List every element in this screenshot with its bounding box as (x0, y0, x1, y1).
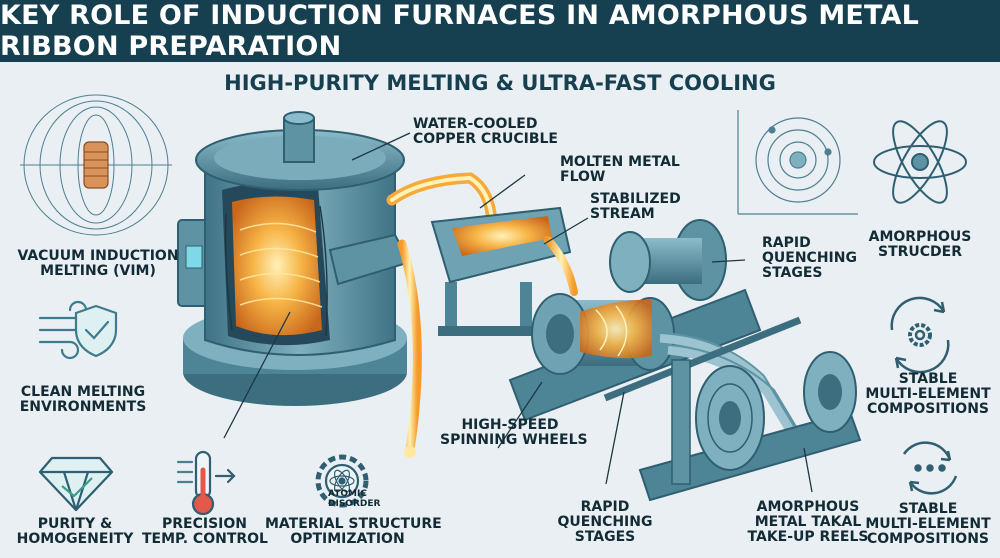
molten-line-2: FLOW (560, 169, 606, 185)
rapid-quenching-bottom-callout: RAPID QUENCHING STAGES (555, 500, 655, 545)
wheels-line-1: HIGH-SPEED (461, 417, 559, 433)
reels-line-2: METAL TAKAL (754, 514, 862, 530)
precision-label: PRECISION TEMP. CONTROL (142, 516, 268, 547)
stabilized-stream-callout: STABILIZED STREAM (590, 192, 681, 222)
magnetic-field-icon (20, 94, 172, 236)
callout-lines (223, 132, 813, 493)
vim-label-line-1: VACUUM INDUCTION (17, 248, 179, 264)
page-subtitle: HIGH-PURITY MELTING & ULTRA-FAST COOLING (224, 71, 776, 95)
purity-line-1: PURITY & (37, 516, 113, 532)
molten-line-1: MOLTEN METAL (560, 154, 680, 170)
purity-line-2: HOMOGENEITY (16, 531, 134, 547)
rapid-bottom-line-2: QUENCHING (557, 514, 653, 530)
clean-label-line-2: ENVIRONMENTS (19, 399, 147, 415)
atomic-line-2: DISORDER (328, 499, 381, 509)
amorphous-line-1: AMORPHOUS (868, 229, 972, 245)
precision-line-1: PRECISION (162, 516, 247, 532)
rapid-bottom-line-1: RAPID (580, 499, 630, 515)
gear-cycle-icon (890, 296, 950, 374)
rapid-quenching-top-callout: RAPID QUENCHING STAGES (762, 236, 857, 281)
clean-label-line-1: CLEAN MELTING (20, 384, 146, 400)
crucible-line-1: WATER-COOLED (413, 116, 538, 132)
rapid-top-line-1: RAPID (762, 235, 811, 251)
atom-icon (873, 120, 967, 204)
spinning-wheels (508, 219, 762, 422)
induction-furnace (177, 111, 498, 458)
take-up-reels-callout: AMORPHOUS METAL TAKAL TAKE-UP REELS (738, 500, 878, 545)
atomic-disorder-label: ATOMIC DISORDER (328, 489, 380, 509)
stream-line-1: STABILIZED (590, 191, 681, 207)
stable-line-2: MULTI-ELEMENT (865, 386, 991, 402)
atomic-line-1: ATOMIC (328, 489, 367, 499)
stable-line-3: COMPOSITIONS (866, 401, 990, 417)
material-structure-label: MATERIAL STRUCTURE OPTIMIZATION (265, 516, 442, 547)
stable-compositions-bottom-label: STABLE MULTI-ELEMENT COMPOSITIONS (858, 502, 998, 547)
rapid-top-line-3: STAGES (762, 265, 823, 281)
amorphous-structure-label: AMORPHOUS STRUCDER (860, 230, 980, 260)
material-line-1: MATERIAL STRUCTURE (265, 516, 442, 532)
wheels-line-2: SPINNING WHEELS (440, 432, 588, 448)
precision-line-2: TEMP. CONTROL (142, 531, 268, 547)
spinning-wheels-callout: HIGH-SPEED SPINNING WHEELS (440, 417, 588, 448)
wind-shield-icon (38, 300, 118, 360)
clean-melting-label: CLEAN MELTING ENVIRONMENTS (8, 385, 158, 415)
stable-line-1: STABLE (898, 371, 958, 387)
vim-label: VACUUM INDUCTION MELTING (VIM) (8, 249, 188, 279)
vim-label-line-2: MELTING (VIM) (40, 263, 156, 279)
atom-gear-icon (315, 454, 369, 508)
amorphous-line-2: STRUCDER (877, 244, 963, 260)
material-line-2: OPTIMIZATION (290, 531, 405, 547)
dots-cycle-icon (902, 441, 958, 495)
crucible-callout: WATER-COOLED COPPER CRUCIBLE (413, 117, 558, 147)
page-title: KEY ROLE OF INDUCTION FURNACES IN AMORPH… (0, 0, 920, 62)
stream-line-2: STREAM (590, 206, 655, 222)
rapid-bottom-line-3: STAGES (574, 529, 636, 545)
stable-b-line-2: MULTI-ELEMENT (865, 516, 991, 532)
purity-label: PURITY & HOMOGENEITY (15, 517, 135, 547)
tundish (430, 206, 578, 336)
orbit-diagram-icon (737, 110, 858, 215)
stable-compositions-label: STABLE MULTI-ELEMENT COMPOSITIONS (858, 372, 998, 417)
ribbons-and-reels (603, 316, 862, 502)
stable-b-line-1: STABLE (898, 501, 958, 517)
thermometer-icon (176, 450, 236, 516)
rapid-top-line-2: QUENCHING (762, 250, 857, 266)
molten-flow-callout: MOLTEN METAL FLOW (560, 155, 680, 185)
diamond-icon (38, 456, 114, 512)
stable-b-line-3: COMPOSITIONS (866, 531, 990, 547)
reels-line-3: TAKE-UP REELS (747, 529, 869, 545)
crucible-line-2: COPPER CRUCIBLE (413, 131, 558, 147)
reels-line-1: AMORPHOUS (756, 499, 860, 515)
title-bar: KEY ROLE OF INDUCTION FURNACES IN AMORPH… (0, 0, 1000, 62)
